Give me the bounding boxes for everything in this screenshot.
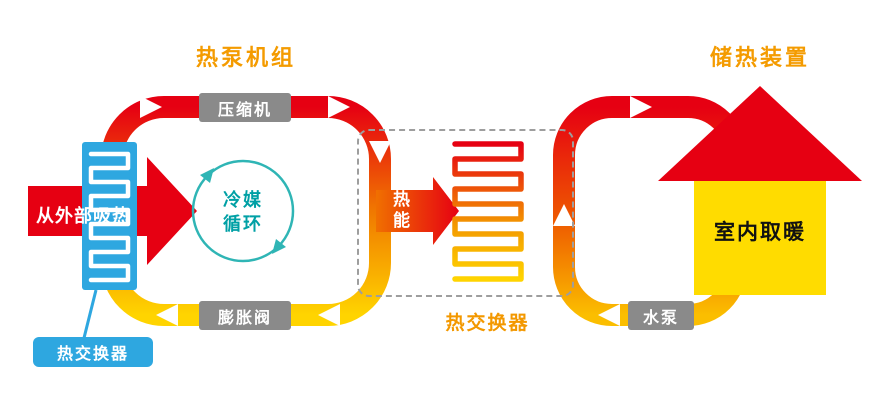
evaporator-callout-line — [82, 289, 98, 339]
title-heat-pump-unit: 热泵机组 — [195, 45, 296, 70]
heat-energy-label: 热能 — [393, 190, 410, 230]
compressor-label: 压缩机 — [199, 93, 291, 122]
heat-exchanger-dashed-frame — [357, 129, 574, 297]
expansion-valve-label: 膨胀阀 — [199, 301, 291, 330]
indoor-heating-label: 室内取暖 — [714, 221, 806, 244]
water-pump-label: 水泵 — [628, 301, 694, 330]
refrigerant-cycle-label: 冷媒 循环 — [223, 190, 263, 234]
right-loop-flow-arrows — [553, 96, 652, 326]
heat-energy-arrow — [376, 177, 459, 245]
absorb-heat-label: 从外部吸热 — [36, 206, 131, 226]
heat-exchanger-coil-icon — [452, 141, 524, 282]
title-heat-storage-device: 储热装置 — [709, 45, 810, 70]
left-loop-flow-arrows — [140, 96, 391, 326]
house-icon — [658, 86, 862, 295]
evaporator-coil-icon — [88, 151, 131, 283]
refrigerant-cycle-icon — [191, 159, 295, 263]
evaporator-heat-exchanger-label: 热交换器 — [33, 337, 153, 367]
heat-exchanger-label: 热交换器 — [445, 313, 530, 334]
